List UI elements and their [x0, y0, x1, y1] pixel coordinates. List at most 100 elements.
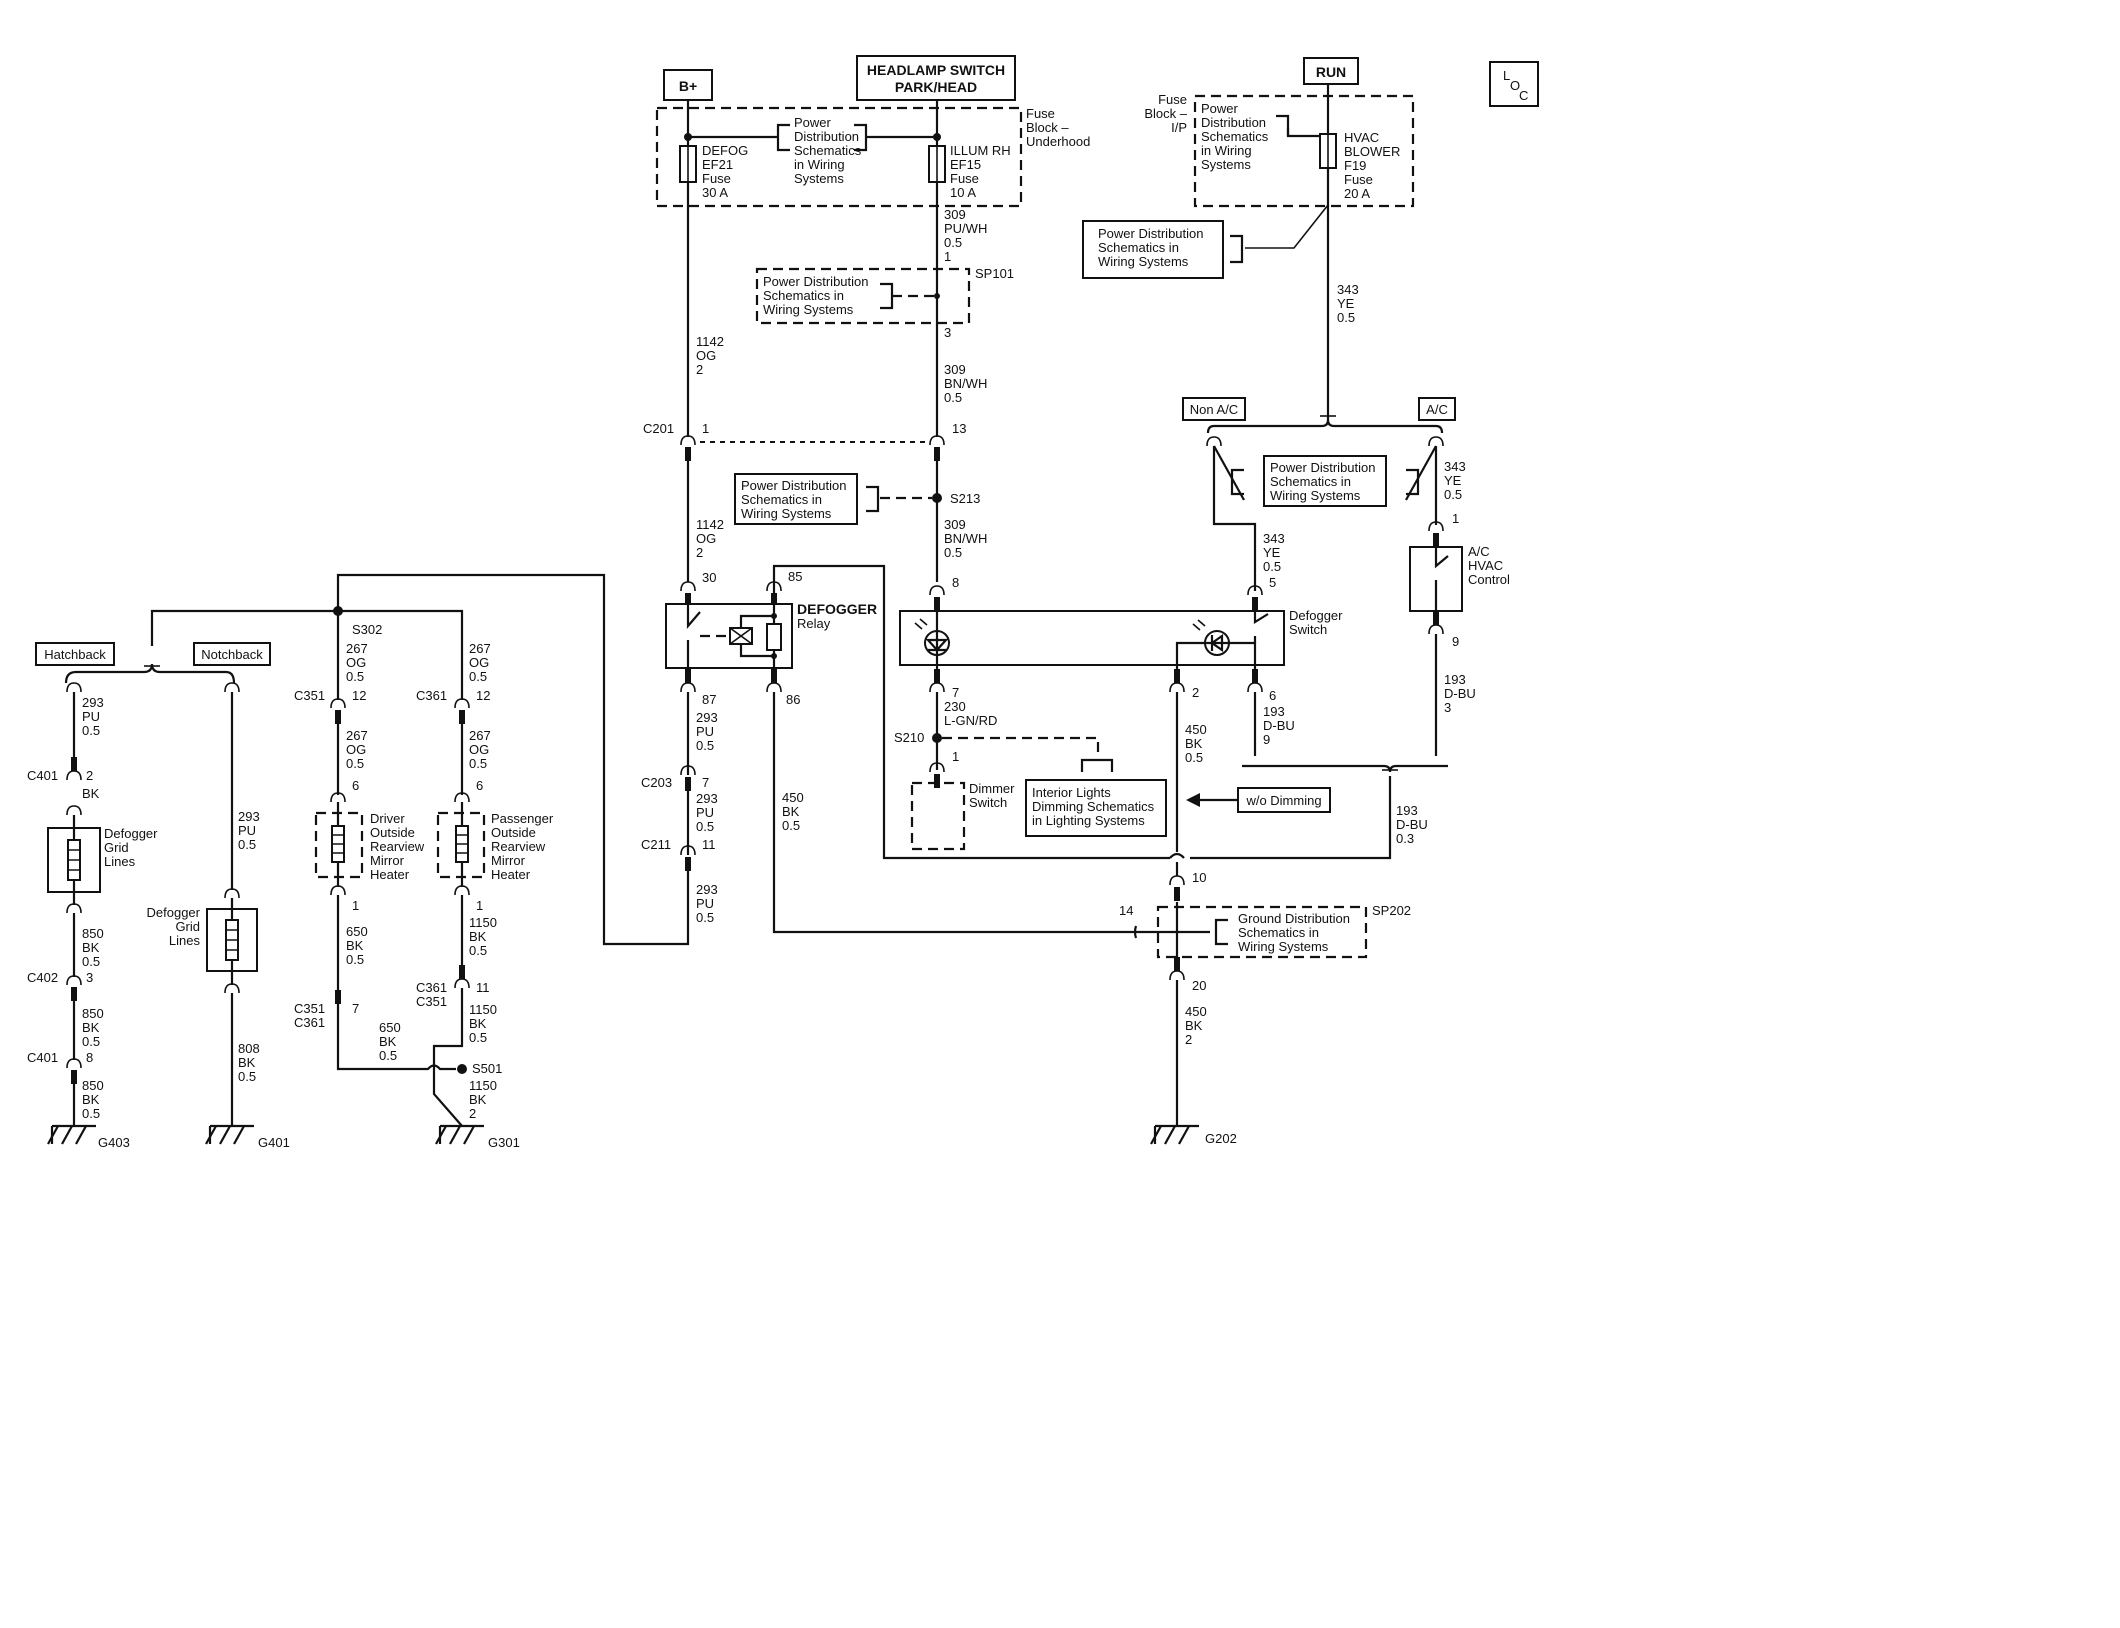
- svg-text:OG: OG: [696, 531, 716, 546]
- svg-text:Relay: Relay: [797, 616, 831, 631]
- svg-text:0.5: 0.5: [238, 837, 256, 852]
- dimmer-switch-outline: [910, 781, 966, 851]
- svg-text:PU: PU: [696, 724, 714, 739]
- svg-text:Schematics in: Schematics in: [1270, 474, 1351, 489]
- sp202-pin-20: 20: [1192, 978, 1206, 993]
- s302-label: S302: [352, 622, 382, 637]
- svg-text:ILLUM RH: ILLUM RH: [950, 143, 1011, 158]
- svg-text:850: 850: [82, 1078, 104, 1093]
- svg-text:Defogger: Defogger: [1289, 608, 1343, 623]
- c361-c351-label: C361 C351: [416, 980, 447, 1009]
- g403-label: G403: [98, 1135, 130, 1150]
- svg-text:293: 293: [238, 809, 260, 824]
- sp101-pin-3: 3: [944, 325, 951, 340]
- sp101-label: SP101: [975, 266, 1014, 281]
- svg-text:Dimmer: Dimmer: [969, 781, 1015, 796]
- svg-text:1: 1: [944, 249, 951, 264]
- svg-text:Wiring Systems: Wiring Systems: [741, 506, 832, 521]
- svg-text:PU: PU: [238, 823, 256, 838]
- wire-450-switch-label: 450 BK 0.5: [1185, 722, 1207, 765]
- svg-text:0.5: 0.5: [469, 943, 487, 958]
- svg-text:OG: OG: [696, 348, 716, 363]
- svg-text:450: 450: [1185, 1004, 1207, 1019]
- defogger-switch-assembly: [899, 604, 1285, 676]
- svg-text:267: 267: [346, 641, 368, 656]
- svg-text:0.5: 0.5: [379, 1048, 397, 1063]
- svg-text:C361: C361: [416, 980, 447, 995]
- svg-text:Power Distribution: Power Distribution: [1098, 226, 1204, 241]
- wire-293-hatchback-label: 293 PU 0.5: [82, 695, 104, 738]
- wire-309-bn-wh-mid-label: 309 BN/WH 0.5: [944, 517, 987, 560]
- svg-text:Grid: Grid: [175, 919, 200, 934]
- svg-text:Block –: Block –: [1144, 106, 1187, 121]
- defogger-relay-label: DEFOGGER Relay: [797, 601, 877, 631]
- svg-text:0.5: 0.5: [82, 723, 100, 738]
- wire-267-c361-label: 267 OG 0.5: [469, 641, 491, 684]
- svg-text:HVAC: HVAC: [1344, 130, 1379, 145]
- c203-pin: 7: [702, 775, 709, 790]
- hatchback-label: Hatchback: [35, 642, 115, 666]
- c401-bottom-pin: 8: [86, 1050, 93, 1065]
- c211-pin: 11: [702, 837, 716, 852]
- svg-text:0.5: 0.5: [944, 235, 962, 250]
- svg-text:BK: BK: [1185, 736, 1203, 751]
- wire-850-bottom-label: 850 BK 0.5: [82, 1078, 104, 1121]
- svg-text:0.5: 0.5: [82, 954, 100, 969]
- g202-label: G202: [1205, 1131, 1237, 1146]
- svg-text:Lines: Lines: [169, 933, 201, 948]
- svg-text:Mirror: Mirror: [491, 853, 526, 868]
- svg-text:Hatchback: Hatchback: [44, 647, 106, 662]
- svg-text:Distribution: Distribution: [794, 129, 859, 144]
- wo-dimming-label: w/o Dimming: [1237, 787, 1331, 813]
- svg-text:Defogger: Defogger: [147, 905, 201, 920]
- svg-text:D-BU: D-BU: [1444, 686, 1476, 701]
- wire-193-ac-label: 193 D-BU 3: [1444, 672, 1476, 715]
- svg-text:293: 293: [82, 695, 104, 710]
- c401-bottom-label: C401: [27, 1050, 58, 1065]
- sp202-pin-10: 10: [1192, 870, 1206, 885]
- svg-text:RUN: RUN: [1316, 64, 1346, 80]
- svg-text:343: 343: [1337, 282, 1359, 297]
- svg-text:0.5: 0.5: [1263, 559, 1281, 574]
- svg-text:Wiring Systems: Wiring Systems: [763, 302, 854, 317]
- svg-text:Defogger: Defogger: [104, 826, 158, 841]
- interior-lights-box: Interior Lights Dimming Schematics in Li…: [1025, 779, 1167, 837]
- svg-text:OG: OG: [469, 655, 489, 670]
- wire-1142-mid-label: 1142 OG 2: [696, 517, 724, 560]
- g401-ground-icon: [204, 1124, 256, 1146]
- hvac-fuse-label: HVAC BLOWER F19 Fuse 20 A: [1344, 130, 1400, 201]
- wire-808-label: 808 BK 0.5: [238, 1041, 260, 1084]
- svg-text:PARK/HEAD: PARK/HEAD: [895, 79, 977, 95]
- svg-text:9: 9: [1263, 732, 1270, 747]
- b-plus-label: B+: [663, 69, 713, 101]
- svg-text:DEFOG: DEFOG: [702, 143, 748, 158]
- svg-text:267: 267: [469, 641, 491, 656]
- wire-309-bn-wh-top-label: 309 BN/WH 0.5: [944, 362, 987, 405]
- wire-450-relay-label: 450 BK 0.5: [782, 790, 804, 833]
- svg-text:0.5: 0.5: [1337, 310, 1355, 325]
- relay-pin-86: 86: [786, 692, 800, 707]
- svg-text:230: 230: [944, 699, 966, 714]
- ac-control-pin-9: 9: [1452, 634, 1459, 649]
- svg-text:L: L: [1503, 68, 1510, 83]
- wire-1150-mid-label: 1150 BK 0.5: [469, 1002, 497, 1045]
- svg-text:0.5: 0.5: [696, 910, 714, 925]
- svg-text:1150: 1150: [469, 1002, 497, 1017]
- svg-text:Distribution: Distribution: [1201, 115, 1266, 130]
- svg-text:A/C: A/C: [1468, 544, 1490, 559]
- svg-text:Non A/C: Non A/C: [1190, 402, 1238, 417]
- relay-pin-87: 87: [702, 692, 716, 707]
- non-ac-label: Non A/C: [1182, 397, 1246, 421]
- svg-text:0.5: 0.5: [346, 952, 364, 967]
- svg-text:309: 309: [944, 207, 966, 222]
- svg-text:1142: 1142: [696, 334, 724, 349]
- svg-text:293: 293: [696, 791, 718, 806]
- s501-label: S501: [472, 1061, 502, 1076]
- run-label: RUN: [1303, 57, 1359, 85]
- svg-text:0.5: 0.5: [696, 819, 714, 834]
- defogger-relay: [665, 603, 793, 669]
- wiring-schematic: B+ HEADLAMP SWITCH PARK/HEAD RUN L O C F…: [27, 55, 1539, 1150]
- svg-text:OG: OG: [469, 742, 489, 757]
- svg-text:PU/WH: PU/WH: [944, 221, 987, 236]
- svg-text:850: 850: [82, 1006, 104, 1021]
